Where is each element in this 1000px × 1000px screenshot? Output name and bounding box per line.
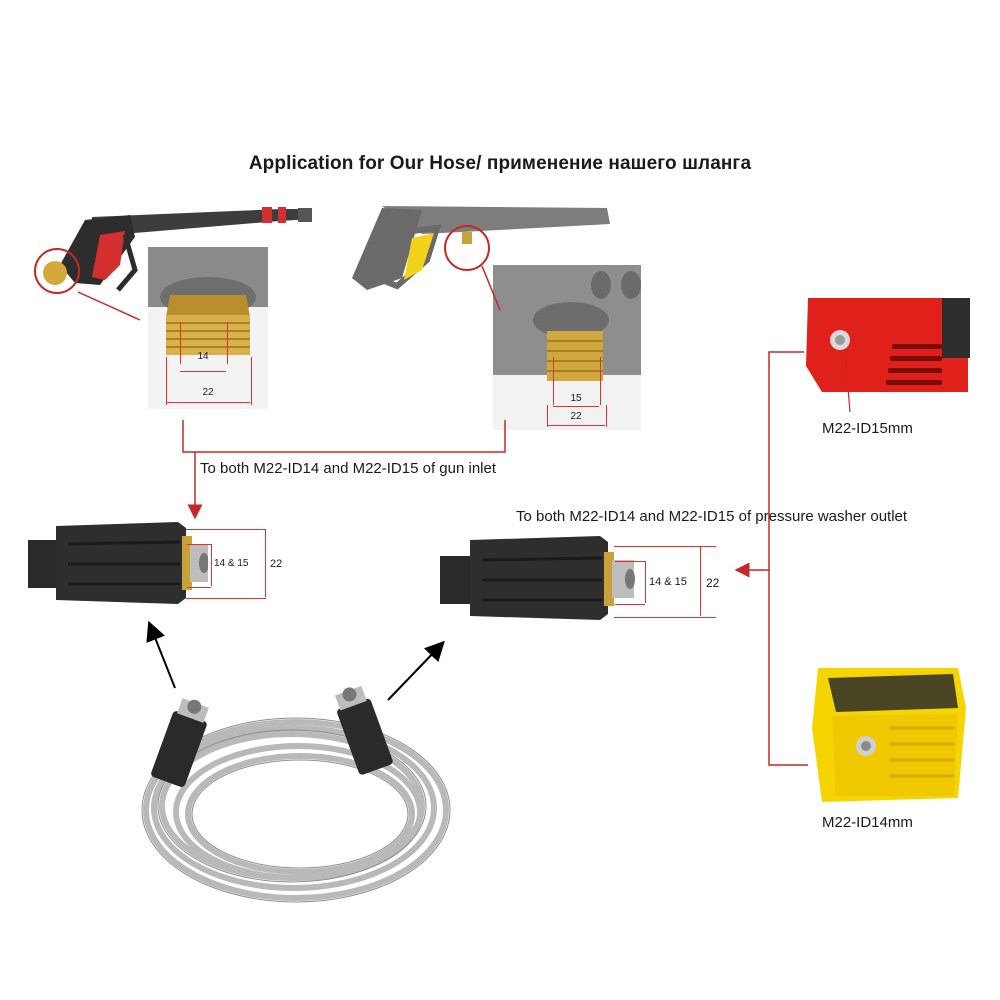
washer-yellow-label: M22-ID14mm <box>822 814 913 831</box>
hose-right-inner-dim: 14 & 15 <box>649 576 687 588</box>
hose-right-outer-dim: 22 <box>706 576 720 590</box>
fitting-1-outer-dim: 22 <box>202 387 214 398</box>
spray-gun-grey-image <box>342 198 612 300</box>
gun-inlet-circle-2 <box>444 225 490 271</box>
hose-end-left-image <box>28 518 208 608</box>
hose-end-right-image <box>440 532 640 624</box>
gun-fitting-1-closeup: 14 22 <box>148 247 268 409</box>
fitting-2-inner-dim: 15 <box>570 393 582 404</box>
gun-inlet-caption: To both M22-ID14 and M22-ID15 of gun inl… <box>200 460 497 477</box>
washer-red-label: M22-ID15mm <box>822 420 913 437</box>
hose-left-outer-dim: 22 <box>270 558 283 570</box>
spray-gun-red-image <box>30 195 320 300</box>
fitting-1-inner-dim: 14 <box>197 351 209 362</box>
page-title: Application for Our Hose/ применение наш… <box>248 153 752 174</box>
hose-left-inner-dim: 14 & 15 <box>214 558 249 569</box>
fitting-2-outer-dim: 22 <box>570 411 582 422</box>
gun-inlet-circle <box>34 248 80 294</box>
washer-yellow-image <box>808 668 968 804</box>
washer-red-image <box>802 296 970 396</box>
coiled-hose-image <box>126 670 452 908</box>
gun-fitting-2-closeup: 15 22 <box>493 265 641 430</box>
washer-outlet-caption: To both M22-ID14 and M22-ID15 of pressur… <box>516 508 908 525</box>
